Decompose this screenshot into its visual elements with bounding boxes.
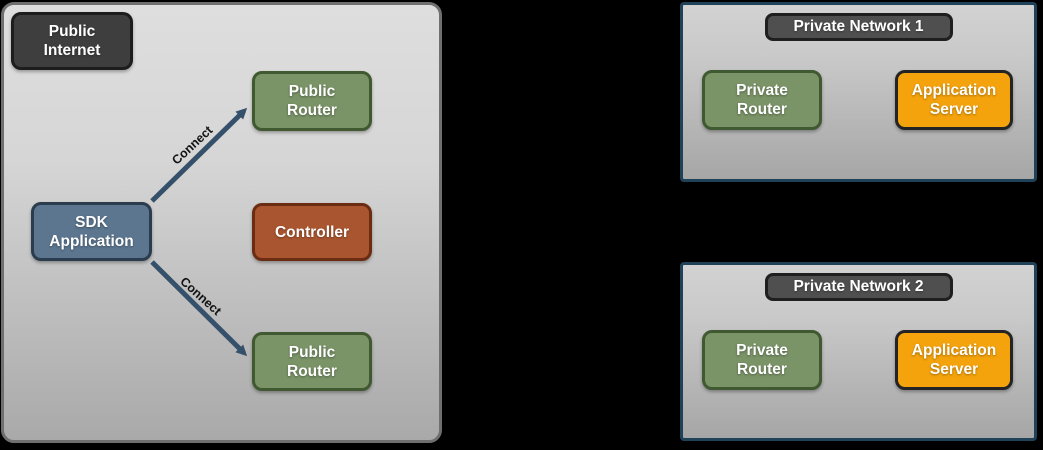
node-private-router-1: Private Router [702,70,822,130]
node-application-server-1: Application Server [895,70,1013,130]
public-internet-label: Public Internet [11,12,133,70]
private-network-2-panel: Private Network 2 Private Router Applica… [680,262,1037,441]
public-internet-panel: Connect Connect Public Internet Public R… [1,2,442,443]
connect-label-top: Connect [169,123,216,168]
private-network-2-title: Private Network 2 [764,273,953,301]
connect-arrow-top [150,107,248,203]
connect-label-bottom: Connect [177,274,224,319]
node-public-router-bottom: Public Router [252,332,372,391]
node-controller: Controller [252,203,372,261]
node-private-router-2: Private Router [702,330,822,390]
private-network-1-title: Private Network 1 [764,13,953,41]
node-application-server-2: Application Server [895,330,1013,390]
private-network-1-panel: Private Network 1 Private Router Applica… [680,2,1037,182]
node-public-router-top: Public Router [252,71,372,131]
node-sdk-application: SDK Application [31,202,152,261]
